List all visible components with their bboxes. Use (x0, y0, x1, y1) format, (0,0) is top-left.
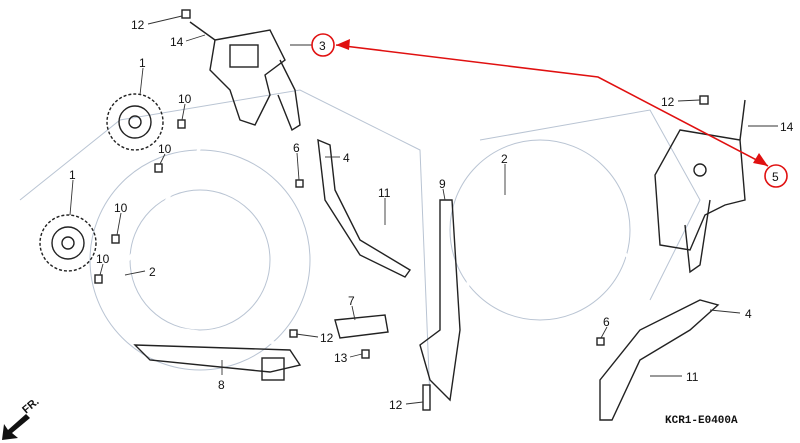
part-label-10: 10 (96, 252, 110, 266)
cam-sprocket-lower (39, 214, 97, 272)
cam-chain-tensioner-5 (654, 129, 746, 274)
part-label-4: 4 (745, 307, 752, 321)
part-label-8: 8 (218, 378, 225, 392)
part-label-10: 10 (158, 142, 172, 156)
part-label-6: 6 (603, 315, 610, 329)
leader-lines (69, 15, 778, 405)
cam-chain-right (458, 193, 632, 422)
arrowhead-icon (336, 39, 350, 50)
chain-guide-4-left (317, 138, 412, 278)
part-label-11: 11 (378, 186, 391, 200)
highlight-circle-part-3 (311, 33, 335, 57)
chain-guide-4-right (599, 299, 720, 421)
cam-chain-tensioner-3 (209, 29, 301, 132)
part-label-12: 12 (131, 18, 145, 32)
arrowhead-icon (753, 153, 768, 166)
part-label-7: 7 (348, 294, 355, 308)
part-labels: 12 14 3 1 10 10 6 4 11 9 2 1 10 10 2 7 1… (69, 18, 794, 412)
chain-guide-9 (419, 199, 461, 402)
engine-background-outline (19, 89, 701, 401)
front-arrow-icon (2, 414, 30, 440)
part-label-1: 1 (69, 168, 76, 182)
part-label-12: 12 (320, 331, 334, 345)
part-label-5: 5 (772, 170, 779, 184)
part-label-13: 13 (334, 351, 348, 365)
chain-guide-8 (133, 344, 302, 381)
part-label-12: 12 (389, 398, 403, 412)
part-label-4: 4 (343, 151, 350, 165)
highlight-arrow-line (335, 44, 769, 167)
cam-chain-left (113, 138, 332, 347)
part-label-11: 11 (686, 370, 699, 384)
bolts (94, 9, 746, 411)
part-label-10: 10 (178, 92, 192, 106)
part-label-9: 9 (439, 177, 446, 191)
part-label-10: 10 (114, 201, 128, 215)
part-label-12: 12 (661, 95, 675, 109)
part-label-2: 2 (149, 265, 156, 279)
part-label-14: 14 (170, 35, 184, 49)
highlight-circle-part-5 (764, 164, 788, 188)
front-label: FR. (20, 396, 41, 417)
highlight-annotation (311, 33, 788, 188)
part-label-6: 6 (293, 141, 300, 155)
part-label-2: 2 (501, 152, 508, 166)
chain-slider-7 (334, 314, 389, 339)
part-label-3: 3 (319, 39, 326, 53)
part-label-1: 1 (139, 56, 146, 70)
front-direction-indicator: FR. (2, 396, 42, 440)
diagram-code: KCR1-E0400A (665, 415, 738, 427)
cam-sprocket-upper (106, 93, 164, 151)
part-label-14: 14 (780, 120, 794, 134)
